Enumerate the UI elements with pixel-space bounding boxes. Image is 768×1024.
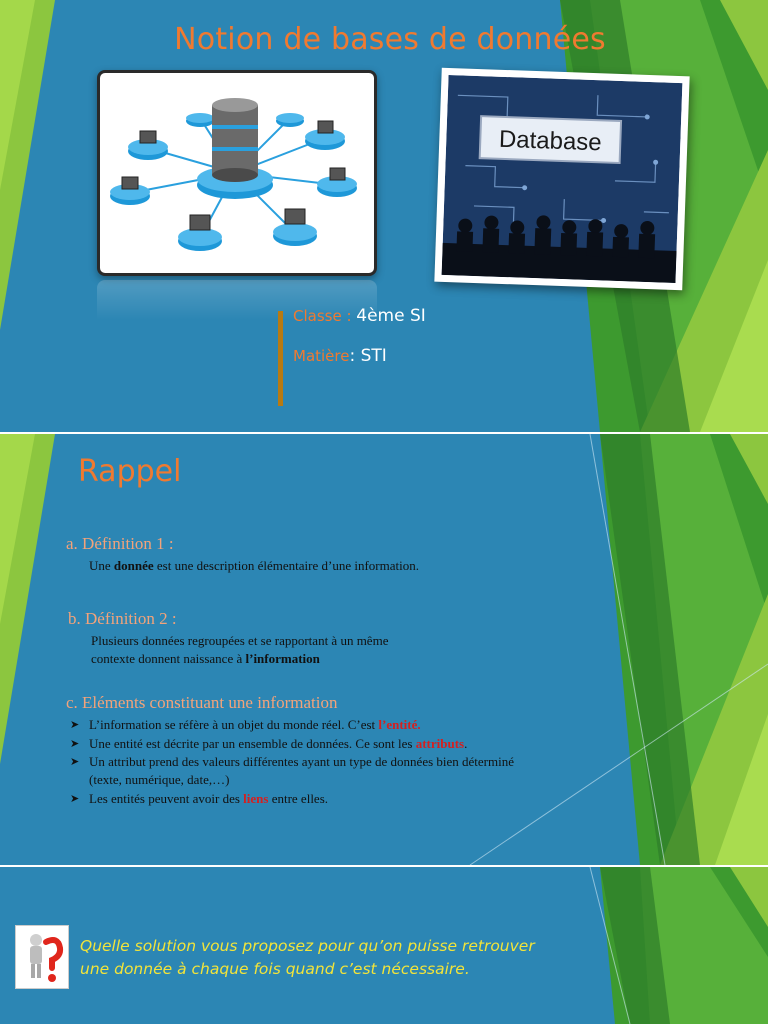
bullet-icon: ➤ — [70, 755, 80, 768]
text-fragment: entre elles. — [268, 791, 329, 806]
text-fragment: contexte donnent naissance à — [91, 651, 246, 666]
slide-title-text: Notion de bases de données — [174, 22, 606, 57]
text-fragment: est une description élémentaire d’une in… — [153, 558, 419, 573]
database-label: Database — [499, 126, 603, 157]
question-line-1: Quelle solution vous proposez pour qu’on… — [80, 937, 535, 955]
bold-term: l’information — [245, 651, 320, 666]
bullet-2: Une entité est décrite par un ensemble d… — [89, 735, 467, 753]
database-network-image — [97, 70, 377, 276]
slide-rappel: Rappel a. Définition 1 : Une donnée est … — [0, 434, 768, 865]
text-fragment: Une entité est décrite par un ensemble d… — [89, 736, 416, 751]
bold-term: donnée — [113, 558, 154, 573]
definition-2-line1: Plusieurs données regroupées et se rappo… — [91, 633, 389, 648]
rappel-title: Rappel — [78, 454, 182, 489]
question-text: Quelle solution vous proposez pour qu’on… — [80, 935, 600, 981]
text-fragment: Une — [89, 558, 114, 573]
definition-2-line2: contexte donnent naissance à l’informati… — [91, 650, 320, 668]
matiere-value: : STI — [349, 346, 387, 366]
bullet-3-line2: (texte, numérique, date,…) — [89, 772, 230, 787]
classe-line: Classe : 4ème SI — [293, 306, 426, 326]
matiere-line: Matière: STI — [293, 346, 387, 366]
definition-1-heading: a. Définition 1 : — [66, 534, 174, 553]
text-fragment: . — [464, 736, 468, 751]
database-circuit-icon: Database — [441, 74, 683, 284]
red-term: l’entité. — [378, 717, 421, 732]
classe-label: Classe : — [293, 307, 357, 325]
bullet-1: L’information se réfère à un objet du mo… — [89, 716, 421, 734]
text-fragment: Les entités peuvent avoir des — [89, 791, 244, 806]
red-term: attributs — [415, 736, 465, 751]
accent-bar — [278, 311, 283, 406]
database-network-icon — [110, 98, 357, 251]
bullet-icon: ➤ — [70, 792, 80, 805]
slide-title: Notion de bases de données — [0, 0, 768, 432]
classe-value: 4ème SI — [356, 306, 426, 326]
question-line-2: une donnée à chaque fois quand c’est néc… — [80, 960, 470, 978]
image-reflection — [97, 280, 377, 320]
matiere-label: Matière — [293, 347, 350, 365]
bullet-icon: ➤ — [70, 718, 80, 731]
bullet-4: Les entités peuvent avoir des liens entr… — [89, 790, 328, 808]
definition-2-heading: b. Définition 2 : — [68, 609, 177, 628]
definition-1-text: Une donnée est une description élémentai… — [89, 557, 419, 575]
question-figure-icon — [15, 925, 69, 989]
text-fragment: L’information se réfère à un objet du mo… — [89, 717, 379, 732]
bullet-3-line1: Un attribut prend des valeurs différente… — [89, 754, 515, 769]
section-c-heading: c. Eléments constituant une information — [66, 693, 338, 712]
slide-question: Quelle solution vous proposez pour qu’on… — [0, 867, 768, 1024]
database-banner-image: Database — [434, 67, 690, 291]
red-term: liens — [243, 791, 269, 806]
bullet-icon: ➤ — [70, 737, 80, 750]
